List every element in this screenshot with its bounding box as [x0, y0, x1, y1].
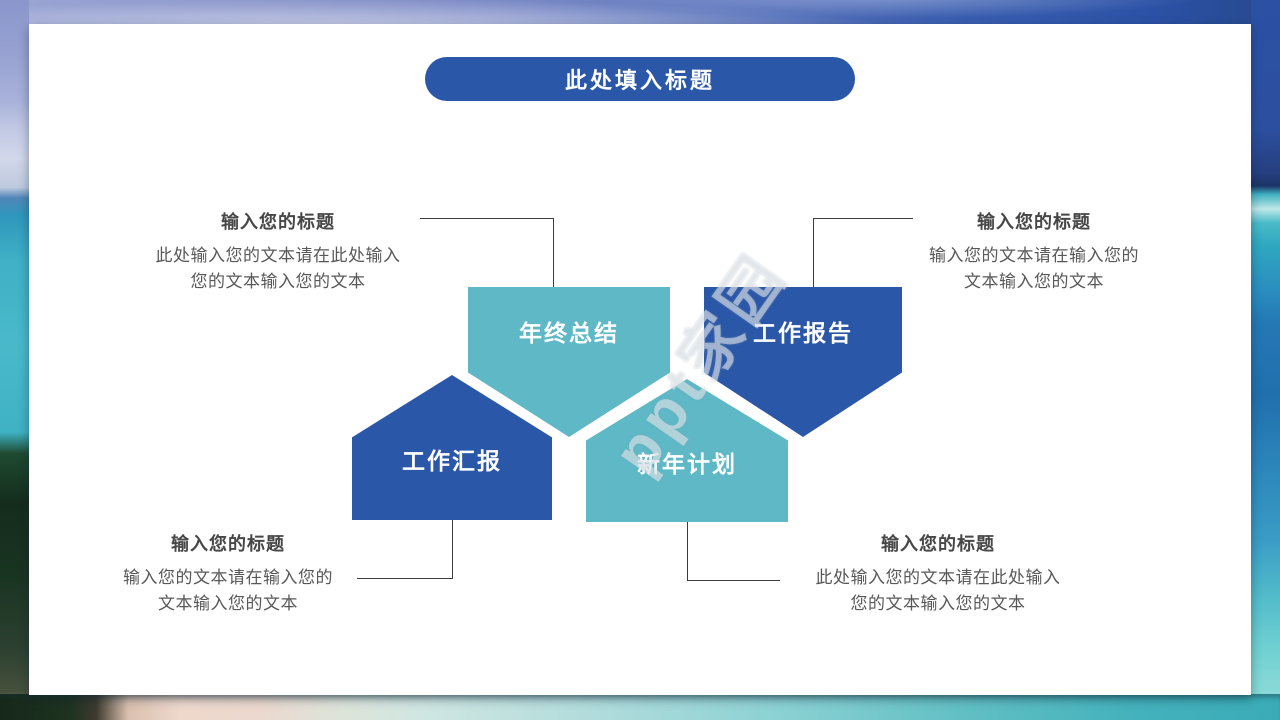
- slide-card: 此处填入标题 年终总结 工作报告 工作汇报 新年计划 输入您的标题 此处输入您的…: [29, 24, 1251, 695]
- title-banner[interactable]: 此处填入标题: [425, 57, 855, 101]
- pentagon-label: 工作汇报: [402, 448, 502, 475]
- connector-bottom-right: [687, 498, 780, 581]
- callout-body: 此处输入您的文本请在此处输入 您的文本输入您的文本: [815, 568, 1061, 614]
- pentagon-label: 新年计划: [637, 450, 737, 477]
- callout-body: 输入您的文本请在输入您的 文本输入您的文本: [123, 568, 333, 614]
- pentagon-label: 工作报告: [753, 319, 853, 346]
- connector-top-right: [813, 218, 913, 288]
- callout-title: 输入您的标题: [221, 212, 335, 232]
- callout-bottom-right[interactable]: 输入您的标题 此处输入您的文本请在此处输入 您的文本输入您的文本: [768, 530, 1108, 618]
- callout-top-right[interactable]: 输入您的标题 输入您的文本请在输入您的 文本输入您的文本: [864, 208, 1204, 296]
- callout-top-left[interactable]: 输入您的标题 此处输入您的文本请在此处输入 您的文本输入您的文本: [108, 208, 448, 296]
- callout-title: 输入您的标题: [881, 534, 995, 554]
- connector-bottom-left: [357, 496, 453, 579]
- background-shore-strip: [0, 694, 1280, 720]
- background-sky-strip: [0, 0, 1280, 26]
- connector-top-left: [420, 218, 554, 288]
- callout-title: 输入您的标题: [977, 212, 1091, 232]
- background-right-strip: [1251, 0, 1280, 720]
- pentagon-label: 年终总结: [519, 319, 619, 346]
- background-left-strip: [0, 0, 29, 720]
- callout-body: 输入您的文本请在输入您的 文本输入您的文本: [929, 246, 1139, 292]
- callout-body: 此处输入您的文本请在此处输入 您的文本输入您的文本: [155, 246, 401, 292]
- callout-title: 输入您的标题: [171, 534, 285, 554]
- callout-bottom-left[interactable]: 输入您的标题 输入您的文本请在输入您的 文本输入您的文本: [58, 530, 398, 618]
- title-banner-label: 此处填入标题: [564, 68, 715, 93]
